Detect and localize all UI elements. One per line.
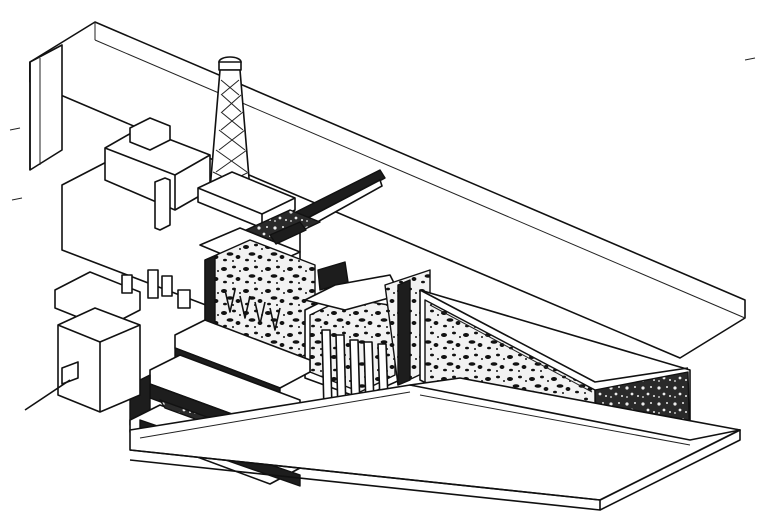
ventilation-stack xyxy=(197,56,296,229)
support-beam xyxy=(289,169,386,231)
left-block xyxy=(29,44,63,171)
detail-marks xyxy=(9,57,756,201)
left-front-block xyxy=(57,307,141,413)
base-platform xyxy=(129,377,741,511)
leader-line xyxy=(24,379,71,411)
buttress-wall xyxy=(304,261,401,415)
left-roof-features xyxy=(54,177,191,329)
